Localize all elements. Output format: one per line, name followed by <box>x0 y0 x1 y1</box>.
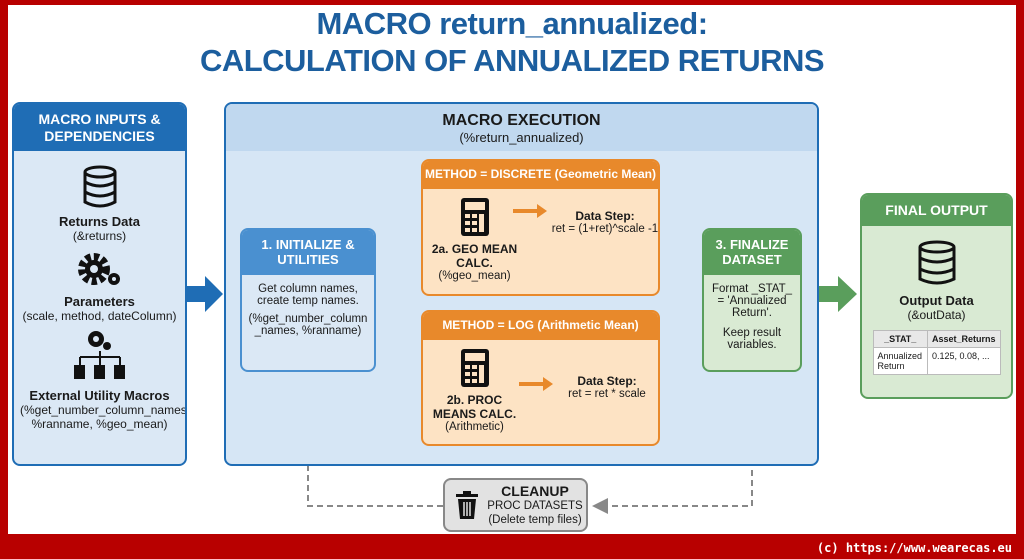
finalize-box: 3. FINALIZE DATASET Format _STAT_ = 'Ann… <box>702 228 802 372</box>
initialize-header: 1. INITIALIZE & UTILITIES <box>242 230 374 275</box>
cleanup-title: CLEANUP <box>501 483 569 499</box>
log-method-box: METHOD = LOG (Arithmetic Mean) 2b. PROC … <box>421 310 660 446</box>
execution-header: MACRO EXECUTION <box>442 112 601 129</box>
discrete-step: Data Step: <box>575 209 635 223</box>
initialize-text: Get column names, create temp names. <box>257 283 359 307</box>
utility-macros-label: External Utility Macros <box>29 388 170 403</box>
finalize-header: 3. FINALIZE DATASET <box>704 230 800 275</box>
discrete-formula: ret = (1+ret)^scale -1 <box>551 223 659 235</box>
orange-arrow <box>513 204 547 218</box>
trash-icon <box>456 491 478 519</box>
output-panel: FINAL OUTPUT Output Data (&outData) _STA… <box>860 193 1013 399</box>
parameters-sub: (scale, method, dateColumn) <box>22 309 177 323</box>
execution-sub: (%return_annualized) <box>459 130 584 145</box>
output-data-sub: (&outData) <box>907 308 966 322</box>
initialize-sub: (%get_number_column_names, %ranname) <box>248 313 368 337</box>
returns-data-label: Returns Data <box>59 214 140 229</box>
database-icon <box>83 165 116 208</box>
orange-arrow <box>519 377 553 391</box>
column-header: _STAT_ <box>872 330 928 348</box>
calculator-icon <box>460 349 489 387</box>
calculator-icon <box>460 198 489 236</box>
gears-icon <box>77 253 120 285</box>
cleanup-line-left <box>300 376 443 507</box>
gear-hierarchy-icon <box>73 331 125 379</box>
proc-means-label: 2b. PROC MEANS CALC. <box>432 393 517 421</box>
database-icon <box>918 240 955 285</box>
initialize-box: 1. INITIALIZE & UTILITIES Get column nam… <box>240 228 376 372</box>
cleanup-box: CLEANUP PROC DATASETS (Delete temp files… <box>443 478 588 532</box>
parameters-label: Parameters <box>64 294 135 309</box>
returns-data-sub: (&returns) <box>72 229 127 243</box>
footer-copyright: (c) https://www.wearecas.eu <box>816 541 1012 555</box>
inputs-panel: MACRO INPUTS & DEPENDENCIES Returns Data… <box>12 102 187 466</box>
input-arrow <box>187 276 223 312</box>
geo-mean-label: 2a. GEO MEAN CALC. <box>431 242 518 270</box>
cleanup-sub: (Delete temp files) <box>488 514 582 526</box>
log-header: METHOD = LOG (Arithmetic Mean) <box>423 312 658 340</box>
title-line2: CALCULATION OF ANNUALIZED RETURNS <box>199 43 825 78</box>
output-data-label: Output Data <box>899 293 974 308</box>
log-formula: ret = ret * scale <box>568 388 646 400</box>
column-header: Asset_Returns <box>926 330 1001 348</box>
output-arrow <box>818 276 857 312</box>
proc-means-sub: (Arithmetic) <box>445 421 504 433</box>
finalize-text2: Keep result variables. <box>722 327 782 351</box>
cleanup-text: PROC DATASETS <box>487 500 583 512</box>
output-header: FINAL OUTPUT <box>862 195 1011 226</box>
finalize-text: Format _STAT_ = 'Annualized Return'. <box>711 283 793 319</box>
table-cell: Annualized Return <box>872 347 928 375</box>
utility-macros-sub: (%get_number_column_names, %ranname, %ge… <box>20 403 187 431</box>
log-step: Data Step: <box>577 374 637 388</box>
geo-mean-sub: (%geo_mean) <box>438 270 511 282</box>
inputs-header: MACRO INPUTS & DEPENDENCIES <box>14 104 185 151</box>
footer-bar: (c) https://www.wearecas.eu <box>0 534 1024 559</box>
table-cell: 0.125, 0.08, ... <box>926 347 1001 375</box>
title-line1: MACRO return_annualized: <box>316 6 708 41</box>
discrete-header: METHOD = DISCRETE (Geometric Mean) <box>423 161 658 189</box>
discrete-method-box: METHOD = DISCRETE (Geometric Mean) 2a. G… <box>421 159 660 296</box>
